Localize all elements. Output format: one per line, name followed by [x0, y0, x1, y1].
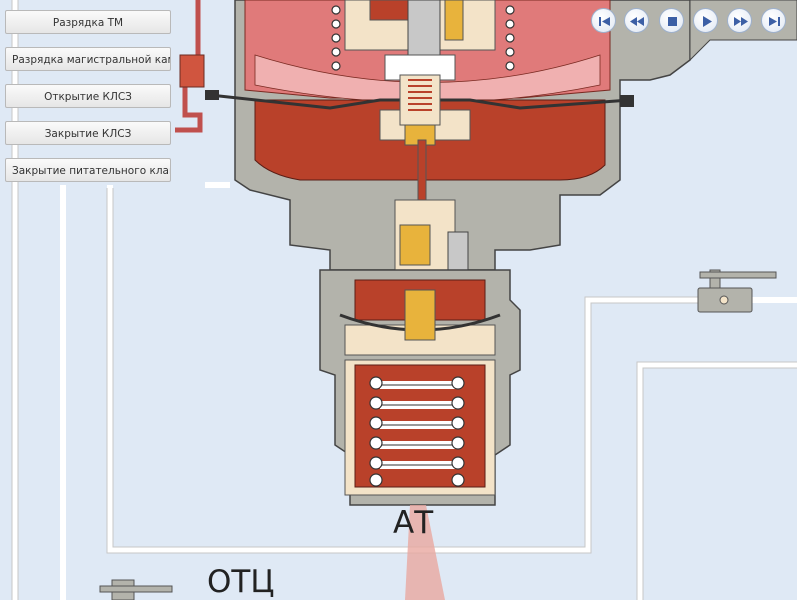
at-label: АТ: [393, 505, 434, 541]
rewind-icon: [630, 17, 644, 26]
otc-label: ОТЦ: [207, 564, 275, 600]
pipe-network: [12, 0, 797, 600]
skip-forward-button[interactable]: [761, 8, 786, 33]
exhaust-stream: [405, 505, 445, 600]
upper-spring-coils: [331, 5, 515, 71]
skip-forward-icon: [769, 17, 780, 26]
play-button[interactable]: [693, 8, 718, 33]
menu-main-chamber-discharge-button[interactable]: Разрядка магистральной камеры: [5, 47, 171, 71]
lower-valve-body: [319, 269, 521, 506]
rewind-button[interactable]: [624, 8, 649, 33]
fast-forward-icon: [734, 17, 748, 26]
right-cock-valve: [697, 269, 777, 313]
upper-housing: [205, 0, 797, 271]
skip-back-button[interactable]: [591, 8, 616, 33]
left-cock-valve: [99, 579, 173, 600]
scenario-menu: Разрядка ТМ Разрядка магистральной камер…: [5, 10, 171, 195]
fast-forward-button[interactable]: [727, 8, 752, 33]
stop-button[interactable]: [659, 8, 684, 33]
menu-tm-discharge-button[interactable]: Разрядка ТМ: [5, 10, 171, 34]
lower-spring-coils: [369, 376, 465, 487]
skip-back-icon: [599, 17, 610, 26]
menu-klsz-close-button[interactable]: Закрытие КЛСЗ: [5, 121, 171, 145]
menu-feed-valve-close-button[interactable]: Закрытие питательного клапана: [5, 158, 171, 182]
play-icon: [703, 16, 712, 27]
stop-icon: [668, 17, 677, 26]
menu-klsz-open-button[interactable]: Открытие КЛСЗ: [5, 84, 171, 108]
